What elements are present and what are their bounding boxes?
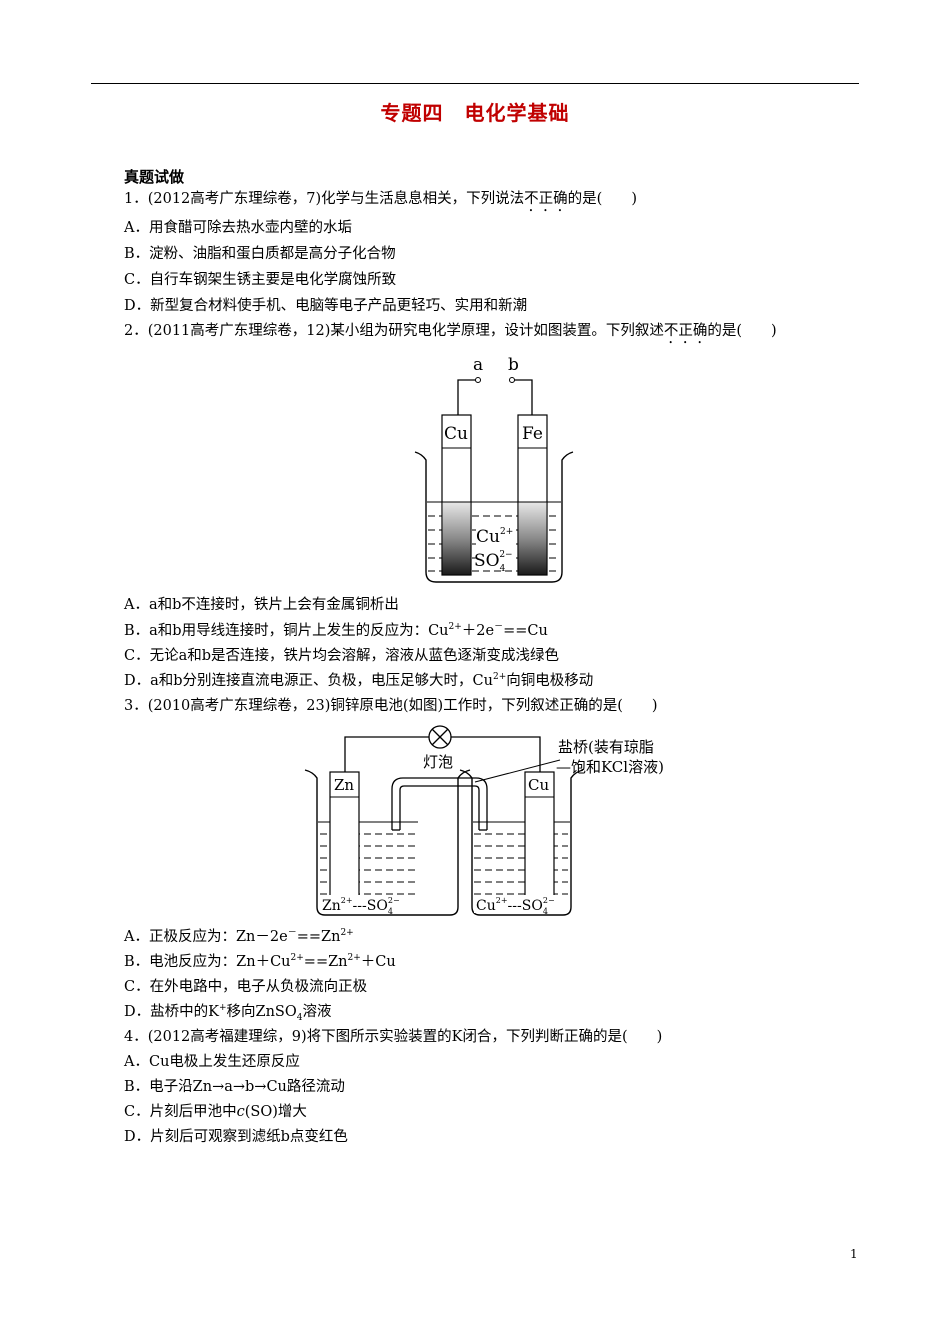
electrode-zn-label: Zn [334,776,354,794]
q2-stem: 2．(2011高考广东理综卷，12)某小组为研究电化学原理，设计如图装置。下列叙… [124,323,777,339]
q3-option-d: D．盐桥中的K+移向ZnSO4溶液 [124,1003,332,1023]
q3-stem: 3．(2010高考广东理综卷，23)铜锌原电池(如图)工作时，下列叙述正确的是(… [124,698,658,714]
q4-option-a: A．Cu电极上发生还原反应 [124,1054,300,1070]
q2-option-d: D．a和b分别连接直流电源正、负极，电压足够大时，Cu2+向铜电极移动 [124,672,594,689]
page-title: 专题四 电化学基础 [380,101,570,125]
q4-option-d: D．片刻后可观察到滤纸b点变红色 [124,1129,348,1145]
header-rule [91,83,859,84]
lamp-label: 灯泡 [423,753,453,771]
salt-bridge-label-2: —饱和KCl溶液) [556,758,664,776]
terminal-b-label: b [508,355,519,375]
q2-option-b: B．a和b用导线连接时，铜片上发生的反应为：Cu2+＋2e－==Cu [124,622,548,639]
q3-figure-galvanic-cell: 灯泡 盐桥(装有琼脂 —饱和KCl溶液) Zn Cu Zn2+---SO42− … [304,725,664,916]
q1-option-a: A．用食醋可除去热水壶内壁的水垢 [124,220,352,236]
q1-emphasis: 不正确 [524,191,568,207]
q2-figure-electrolysis-cell: a b Cu Fe Cu2+ SO42− [414,355,574,583]
q2-emphasis: 不正确 [663,323,708,339]
q4-option-b: B．电子沿Zn→a→b→Cu路径流动 [124,1079,345,1095]
left-ion-labels: Zn2+---SO42− [322,896,400,916]
q3-option-b: B．电池反应为：Zn＋Cu2+==Zn2+＋Cu [124,953,396,970]
electrode-cu-label-2: Cu [528,776,549,794]
q2-option-c: C．无论a和b是否连接，铁片均会溶解，溶液从蓝色逐渐变成浅绿色 [124,648,560,664]
salt-bridge-label-1: 盐桥(装有琼脂 [558,738,654,756]
q4-stem: 4．(2012高考福建理综，9)将下图所示实验装置的K闭合，下列判断正确的是( … [124,1029,663,1045]
electrode-fe-label: Fe [522,424,543,444]
section-heading: 真题试做 [124,168,185,186]
q1-option-d: D．新型复合材料使手机、电脑等电子产品更轻巧、实用和新潮 [124,298,528,314]
q1-stem: 1．(2012高考广东理综卷，7)化学与生活息息相关，下列说法不正确的是( ) [124,191,637,207]
terminal-a-label: a [473,355,483,375]
q3-option-c: C．在外电路中，电子从负极流向正极 [124,979,368,995]
lamp-icon [428,725,452,749]
q1-option-b: B．淀粉、油脂和蛋白质都是高分子化合物 [124,246,396,262]
right-ion-labels: Cu2+---SO42− [476,896,555,916]
ion-so4-label: SO42− [474,550,513,574]
q2-option-a: A．a和b不连接时，铁片上会有金属铜析出 [124,597,399,613]
electrode-cu-label: Cu [444,424,468,444]
q4-option-c: C．片刻后甲池中c(SO)增大 [124,1104,307,1120]
page-number: 1 [850,1247,858,1261]
q1-option-c: C．自行车钢架生锈主要是电化学腐蚀所致 [124,272,397,288]
ion-cu-label: Cu2+ [476,527,513,547]
q3-option-a: A．正极反应为：Zn－2e－==Zn2+ [124,928,354,945]
